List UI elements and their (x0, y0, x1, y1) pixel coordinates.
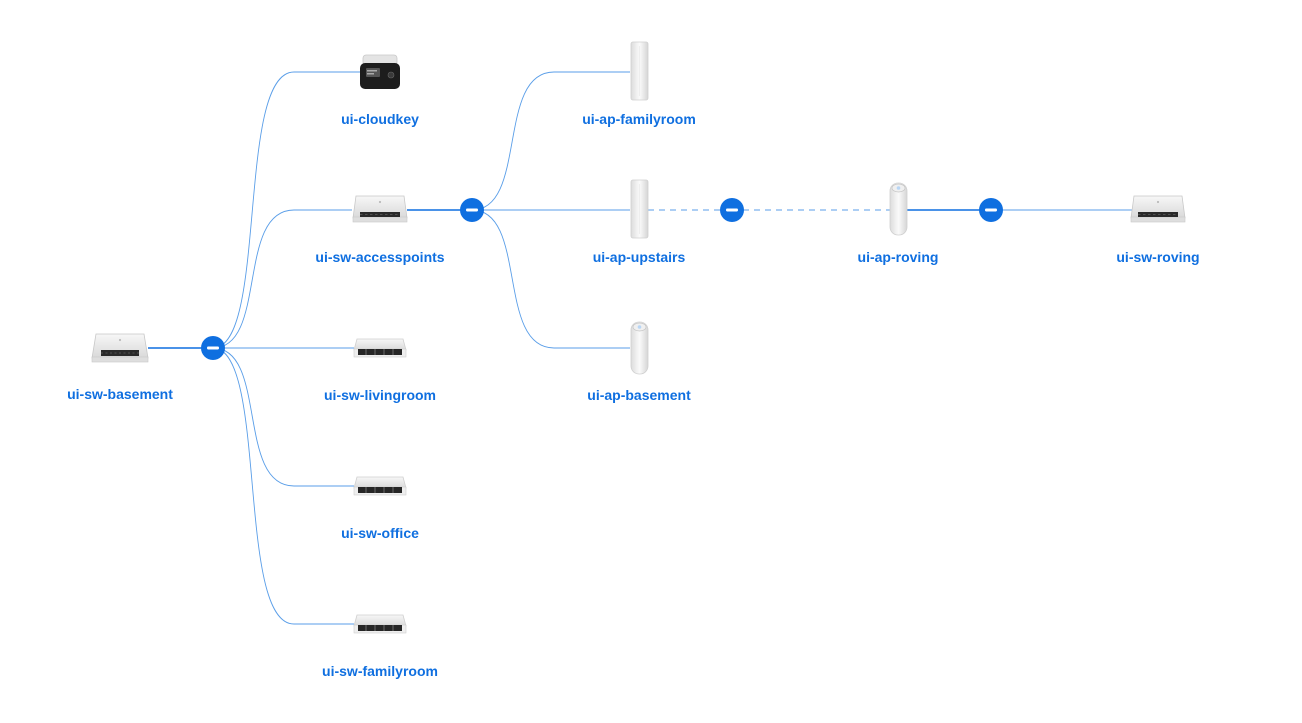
switch-8-icon (1130, 195, 1186, 223)
node-label[interactable]: ui-sw-basement (67, 386, 173, 402)
node-label[interactable]: ui-sw-livingroom (324, 387, 436, 403)
link-to-sw-familyroom (212, 347, 354, 625)
node-sw-accesspoints[interactable]: ui-sw-accesspoints (315, 195, 445, 265)
collapse-button-sw-accesspoints[interactable] (460, 198, 484, 222)
node-sw-livingroom[interactable]: ui-sw-livingroom (324, 338, 436, 403)
link-to-cloudkey (212, 71, 360, 349)
switch-5-icon (353, 338, 407, 358)
node-ap-familyroom[interactable]: ui-ap-familyroom (582, 41, 696, 127)
link-to-ap-familyroom (471, 71, 630, 211)
node-label[interactable]: ui-ap-upstairs (593, 249, 686, 265)
node-sw-office[interactable]: ui-sw-office (341, 476, 419, 541)
node-cloudkey[interactable]: ui-cloudkey (341, 54, 419, 127)
node-ap-roving[interactable]: ui-ap-roving (858, 182, 939, 265)
node-label[interactable]: ui-ap-roving (858, 249, 939, 265)
node-label[interactable]: ui-sw-familyroom (322, 663, 438, 679)
links (148, 71, 1132, 625)
node-label[interactable]: ui-cloudkey (341, 111, 419, 127)
node-label[interactable]: ui-sw-office (341, 525, 419, 541)
link-to-sw-office (212, 347, 354, 487)
node-label[interactable]: ui-ap-basement (587, 387, 691, 403)
access-point-round-icon (630, 321, 649, 375)
collapse-button-sw-basement[interactable] (201, 336, 225, 360)
node-ap-upstairs[interactable]: ui-ap-upstairs (593, 179, 686, 265)
switch-16-icon (91, 333, 149, 363)
link-to-sw-accesspoints (212, 209, 352, 349)
switch-8-icon (352, 195, 408, 223)
collapse-button-ap-roving[interactable] (979, 198, 1003, 222)
switch-5-icon (353, 476, 407, 496)
node-label[interactable]: ui-ap-familyroom (582, 111, 696, 127)
minus-icon (466, 208, 478, 212)
node-ap-basement[interactable]: ui-ap-basement (587, 321, 691, 403)
node-label[interactable]: ui-sw-roving (1116, 249, 1199, 265)
minus-icon (726, 208, 738, 212)
minus-icon (985, 208, 997, 212)
switch-5-icon (353, 614, 407, 634)
node-label[interactable]: ui-sw-accesspoints (315, 249, 444, 265)
node-sw-basement[interactable]: ui-sw-basement (67, 333, 173, 402)
node-sw-roving[interactable]: ui-sw-roving (1116, 195, 1200, 265)
access-point-tall-icon (630, 41, 649, 101)
access-point-round-icon (889, 182, 908, 236)
cloudkey-icon (360, 54, 400, 89)
link-to-ap-basement (471, 209, 630, 349)
minus-icon (207, 346, 219, 350)
access-point-tall-icon (630, 179, 649, 239)
node-sw-familyroom[interactable]: ui-sw-familyroom (322, 614, 438, 679)
collapse-button-ap-upstairs[interactable] (720, 198, 744, 222)
